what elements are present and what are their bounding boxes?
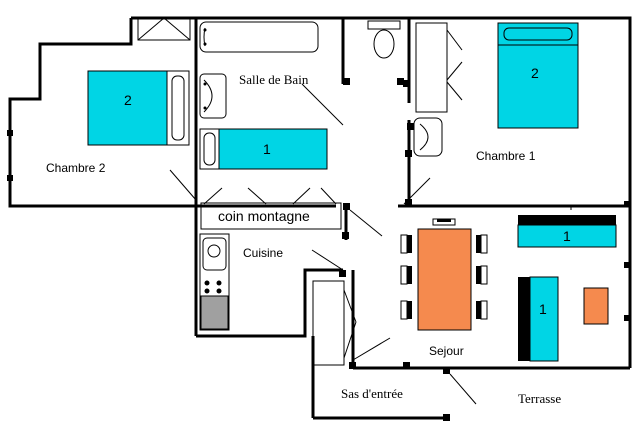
label-sejour: Sejour bbox=[429, 344, 464, 358]
chambre-1-bed-label: 2 bbox=[531, 65, 539, 81]
room-labels: Salle de Bain Chambre 2 Chambre 1 coin m… bbox=[46, 72, 561, 406]
chambre-1-sink bbox=[413, 117, 443, 157]
chambre-2-bed-label: 2 bbox=[124, 92, 132, 108]
toilet-tank bbox=[367, 20, 401, 30]
label-chambre-1: Chambre 1 bbox=[476, 149, 536, 163]
sejour-right-bed-label: 1 bbox=[539, 301, 547, 317]
kitchen-fixtures bbox=[199, 233, 230, 331]
label-cuisine: Cuisine bbox=[243, 246, 283, 260]
label-coin-montagne: coin montagne bbox=[218, 208, 310, 224]
wardrobes bbox=[137, 17, 463, 366]
sejour-furniture bbox=[400, 218, 609, 331]
beds: 2 1 2 1 1 bbox=[87, 22, 617, 362]
bathroom-sink bbox=[199, 73, 227, 119]
label-terrasse: Terrasse bbox=[518, 391, 561, 406]
sejour-right-bed bbox=[529, 276, 559, 362]
door-swings bbox=[169, 83, 572, 405]
sejour-top-bed-label: 1 bbox=[563, 228, 571, 244]
coin-montagne-box bbox=[200, 202, 342, 230]
chairs-right bbox=[476, 234, 488, 320]
chairs-left bbox=[400, 234, 412, 320]
label-sas-entree: Sas d'entrée bbox=[341, 386, 403, 401]
sejour-top-bed bbox=[517, 224, 617, 248]
bathroom-fixtures bbox=[199, 20, 443, 157]
label-chambre-2: Chambre 2 bbox=[46, 161, 106, 175]
side-table bbox=[583, 287, 609, 325]
wall-joints bbox=[7, 78, 630, 421]
bathroom-bunk-label: 1 bbox=[263, 141, 271, 157]
label-salle-de-bain: Salle de Bain bbox=[239, 72, 309, 87]
chambre-2-bed bbox=[87, 70, 168, 146]
bathtub bbox=[199, 21, 319, 53]
toilet-bowl bbox=[373, 29, 395, 59]
dining-table bbox=[417, 228, 472, 331]
bathroom-bunk-bed bbox=[218, 128, 328, 170]
